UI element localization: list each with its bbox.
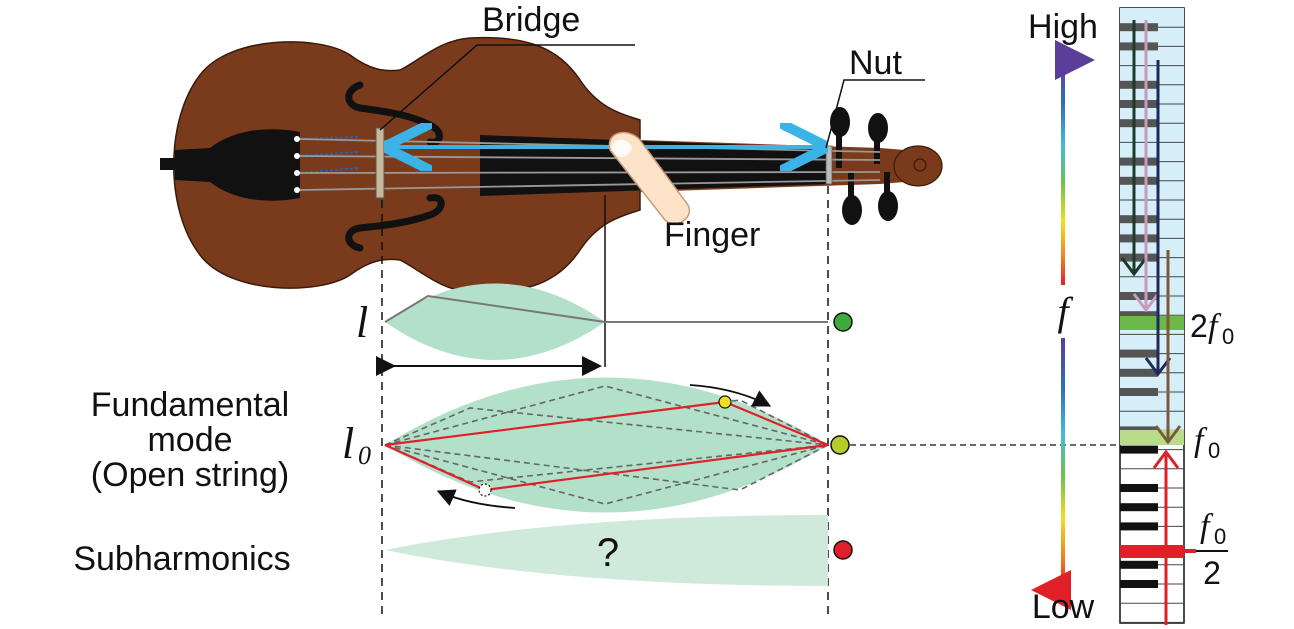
keyboard-high-tint xyxy=(1120,8,1184,445)
black-key xyxy=(1120,580,1158,588)
violin-nut xyxy=(825,145,833,185)
subharmonic-wave xyxy=(385,515,828,586)
rotation-arrow-top xyxy=(689,384,772,407)
guide-lines xyxy=(381,186,829,620)
f0-f: f xyxy=(1194,422,1208,459)
frequency-axis: High Low f xyxy=(1028,8,1098,626)
l0-subscript: 0 xyxy=(358,441,371,470)
black-key xyxy=(1120,445,1158,454)
frequency-labels: 2 f 0 f 0 f 0 2 xyxy=(1190,308,1234,591)
violin-bridge xyxy=(375,127,385,199)
black-key xyxy=(1120,119,1158,128)
f-hole-lower xyxy=(345,194,445,252)
subharmonics-mode: ? Subharmonics xyxy=(73,515,853,586)
subharmonics-label: Subharmonics xyxy=(73,540,290,578)
rotation-arrow-bottom xyxy=(436,489,516,509)
black-key xyxy=(1120,388,1158,396)
black-key xyxy=(1120,503,1158,512)
piano-keyboard xyxy=(1119,7,1196,625)
black-key xyxy=(1120,80,1158,89)
moving-point-hollow xyxy=(478,483,492,497)
black-key xyxy=(1120,253,1158,262)
nut-label: Nut xyxy=(849,44,902,82)
violin xyxy=(160,36,943,294)
black-key xyxy=(1120,42,1158,51)
two-f0-f: f xyxy=(1208,308,1222,345)
fundamental-title-line2: mode xyxy=(147,421,232,459)
low-label: Low xyxy=(1032,588,1095,626)
black-key xyxy=(1120,560,1158,569)
stopped-wave xyxy=(385,283,605,360)
black-key xyxy=(1120,234,1158,243)
stopped-string-mode: l xyxy=(356,283,853,376)
high-label: High xyxy=(1028,8,1098,46)
black-key xyxy=(1120,23,1158,32)
black-key xyxy=(1120,522,1158,531)
f-axis-label: f xyxy=(1057,289,1073,334)
tailpiece xyxy=(175,129,300,201)
finger-label: Finger xyxy=(664,216,760,254)
callout-lines xyxy=(379,44,925,367)
black-key xyxy=(1120,292,1158,300)
f0-sub: 0 xyxy=(1208,438,1220,463)
fundamental-mode: l 0 Fundamental mode (Open string) xyxy=(91,377,1120,513)
two-f0-coef: 2 xyxy=(1190,308,1208,344)
subharmonic-dot xyxy=(833,540,853,560)
fundamental-dot xyxy=(830,435,850,455)
half-f0-den: 2 xyxy=(1203,555,1221,591)
bridge-label: Bridge xyxy=(482,1,580,39)
l-label: l xyxy=(356,298,368,347)
frequency-gradient-lower xyxy=(1061,338,1065,588)
fundamental-wave xyxy=(385,377,828,513)
black-key xyxy=(1120,368,1158,377)
frequency-gradient-upper xyxy=(1061,58,1065,285)
two-f0-sub: 0 xyxy=(1222,324,1234,349)
l0-label: l xyxy=(342,419,354,468)
half-f0-num-f: f xyxy=(1200,508,1214,545)
fundamental-title-line1: Fundamental xyxy=(91,386,289,424)
black-key xyxy=(1120,176,1158,185)
black-key xyxy=(1120,484,1158,492)
black-key xyxy=(1120,349,1158,358)
key-2f0 xyxy=(1120,316,1184,330)
black-key xyxy=(1120,157,1158,166)
black-key xyxy=(1120,100,1158,108)
finger xyxy=(608,131,691,225)
stopped-string-line xyxy=(384,294,828,323)
half-f0-num-sub: 0 xyxy=(1214,524,1226,549)
stopped-dot xyxy=(833,312,853,332)
black-key xyxy=(1120,215,1158,224)
question-mark: ? xyxy=(597,531,619,575)
fundamental-title-line3: (Open string) xyxy=(91,456,289,494)
violin-scroll xyxy=(893,145,943,187)
keyboard-arrows xyxy=(1120,20,1184,625)
moving-point-yellow xyxy=(718,395,732,409)
black-key xyxy=(1120,311,1158,320)
